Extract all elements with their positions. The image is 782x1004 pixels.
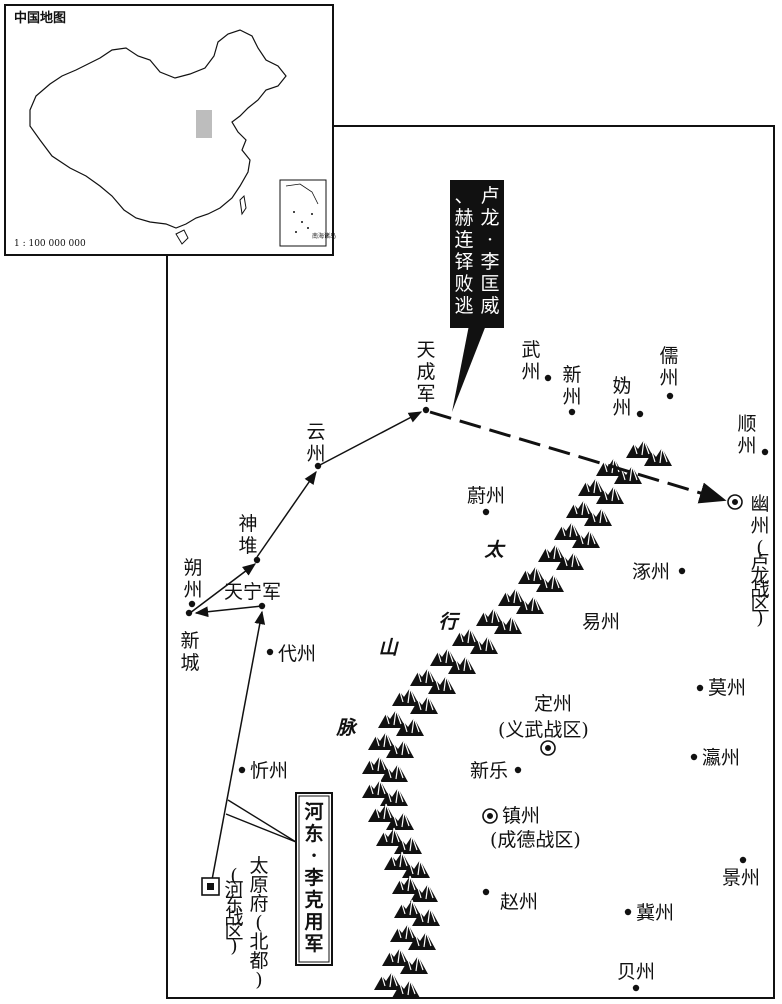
south-sea-box	[279, 179, 327, 247]
label-guizhou: 妫州	[612, 375, 631, 419]
label-dingzhou-sub: (义武战区)	[498, 719, 589, 741]
route-yunzhou-tiancheng	[317, 411, 423, 467]
mountain-char: 太	[483, 539, 506, 561]
mountain-char: 行	[438, 611, 460, 633]
route-tianning-xincheng	[194, 605, 263, 618]
label-tianning: 天宁军	[224, 581, 281, 603]
south-sea-label: 南海诸岛	[312, 232, 336, 240]
label-dingzhou: 定州	[534, 693, 572, 715]
label-xincheng: 新城	[180, 630, 199, 674]
mountain-char: 山	[378, 637, 399, 659]
label-jingzhou: 景州	[722, 867, 760, 889]
label-wuzhou: 武州	[521, 339, 540, 383]
label-tiancheng: 天成军	[416, 339, 435, 405]
label-yingzhou: 瀛州	[702, 746, 740, 769]
hedong-box	[295, 792, 333, 966]
vertical-labels: 太原府(北都) (河东战区) 新城 朔州神堆 云州 天成军 武州新州妫州儒州顺州幽州(卢龙战…	[180, 339, 769, 991]
label-jizhou: 冀州	[636, 902, 674, 924]
label-yizhou: 易州	[582, 611, 620, 633]
route-shendui-yunzhou	[256, 470, 317, 558]
label-shuozhou: 朔州	[183, 557, 202, 601]
route-xincheng-shendui	[189, 563, 257, 614]
hedong-callout: 河东·李克用军	[225, 792, 333, 966]
label-beizhou: 贝州	[617, 961, 655, 983]
label-yuzhou: 蔚州	[467, 485, 505, 507]
china-outline	[29, 29, 287, 229]
label-youzhou: 幽州	[750, 493, 769, 537]
lulong-callout: 卢龙·李匡威、赫连铎败逃	[450, 180, 504, 412]
label-zhenzhou-sub: (成德战区)	[490, 829, 581, 851]
label-ruzhou: 儒州	[659, 345, 678, 389]
lulong-label-text: 卢龙·李匡威、赫连铎败逃	[454, 185, 499, 317]
hedong-label: 河东·李克用军	[303, 801, 324, 955]
label-yunzhou: 云州	[306, 421, 325, 465]
district-centers	[482, 494, 743, 824]
lulong-label: 卢龙·李匡威、赫连铎败逃	[454, 185, 499, 317]
hedong-label-text: 河东·李克用军	[303, 801, 324, 955]
label-xinle: 新乐	[470, 760, 508, 782]
label-mozhou: 莫州	[708, 677, 746, 699]
label-zhuozhou: 涿州	[632, 561, 670, 583]
label-zhaozhou: 赵州	[500, 891, 538, 913]
routes	[189, 410, 727, 881]
label-youzhou-sub: (卢龙战区)	[750, 537, 769, 629]
label-shendui: 神堆	[238, 513, 257, 557]
route-retreat-dashed	[429, 410, 727, 504]
mountain-char: 脉	[335, 717, 358, 739]
label-shunzhou: 顺州	[737, 413, 756, 457]
label-daizhou: 代州	[278, 643, 316, 665]
inset-title: 中国地图	[14, 10, 66, 26]
inset-scale: 1 : 100 000 000	[14, 239, 86, 249]
label-xinzhou: 忻州	[250, 760, 288, 782]
label-taiyuan: 太原府(北都)	[249, 855, 268, 991]
label-zhenzhou: 镇州	[502, 805, 540, 827]
route-taiyuan-tianning	[211, 610, 266, 881]
study-area-highlight	[196, 110, 212, 138]
inset-map: 中国地图 南海诸岛 1 : 100 000 000	[4, 4, 336, 256]
label-xinzhou2: 新州	[562, 364, 581, 408]
place-points	[185, 374, 769, 992]
label-taiyuan-sub: (河东战区)	[224, 865, 243, 957]
lulong-box	[450, 180, 504, 328]
